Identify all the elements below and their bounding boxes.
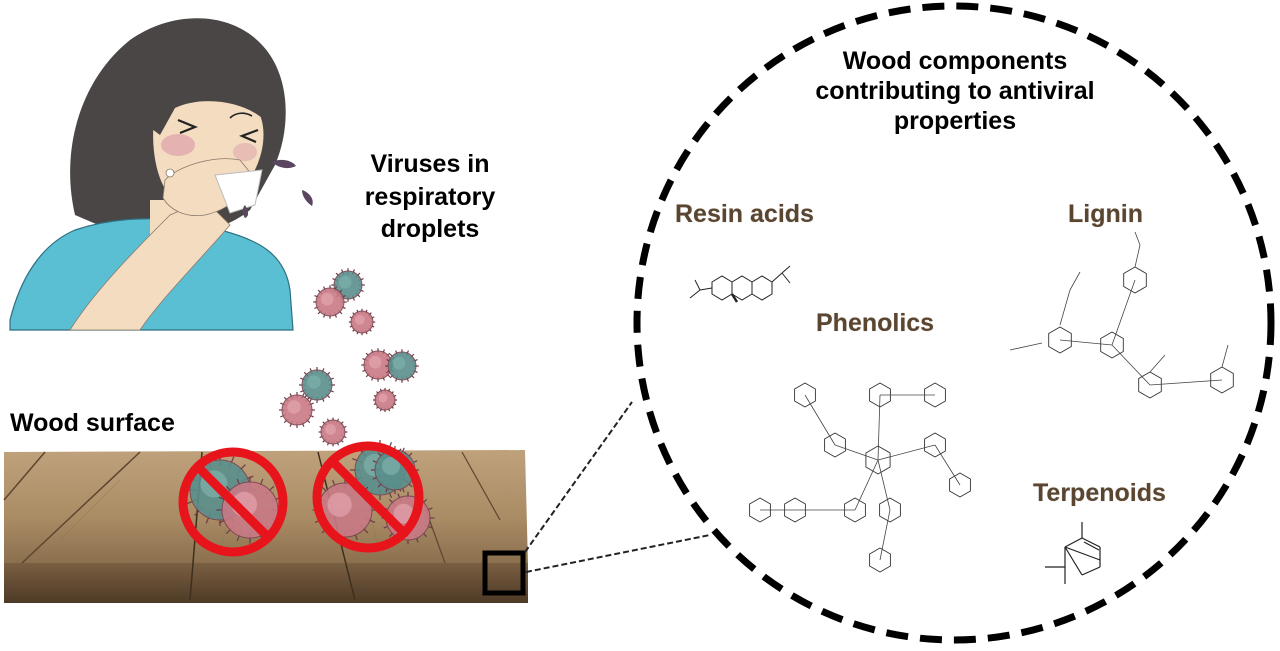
magnified-circle	[633, 2, 1275, 644]
virus-label-line: respiratory	[364, 182, 496, 211]
droplet	[242, 205, 249, 218]
component-label-resin-acids: Resin acids	[675, 200, 814, 228]
title-line: properties	[893, 107, 1017, 135]
plank-seam	[3, 451, 46, 501]
no-entry-icon	[178, 447, 288, 557]
component-label-lignin: Lignin	[1068, 200, 1143, 228]
figure-title: Wood components contributing to antivira…	[770, 46, 1140, 136]
lignin-structure	[1009, 231, 1234, 399]
virus-particle-icon	[279, 392, 315, 428]
virus-particle-icon	[373, 388, 397, 412]
virus-particle-icon	[299, 367, 335, 403]
virus-label-line: droplets	[380, 215, 480, 243]
virus-particle-icon	[385, 349, 419, 383]
virus-label-line: Viruses in	[370, 150, 490, 178]
plank-seam	[21, 451, 141, 564]
connector-line	[525, 534, 711, 573]
virus-particle-icon	[318, 417, 348, 447]
component-label-phenolics: Phenolics	[816, 309, 935, 337]
virus-label: Viruses in respiratory droplets	[345, 148, 515, 246]
surface-label: Wood surface	[10, 409, 175, 437]
tannic-acid-structure	[749, 382, 971, 573]
sneezing-person-icon	[9, 18, 313, 331]
droplet	[302, 190, 313, 206]
virus-particle-icon	[313, 285, 347, 319]
pinene-structure	[1045, 522, 1101, 584]
droplet	[272, 159, 296, 169]
title-line: contributing to antiviral	[815, 77, 1095, 105]
component-label-terpenoids: Terpenoids	[1033, 479, 1166, 507]
virus-particle-icon	[361, 348, 395, 382]
virus-particle-icon	[312, 477, 378, 543]
abietic-acid-structure	[689, 265, 791, 303]
virus-particle-icon	[348, 308, 376, 336]
magnify-region-icon	[482, 550, 526, 596]
title-line: Wood components	[842, 47, 1068, 75]
plank-seam	[461, 451, 501, 521]
tissue	[214, 169, 263, 214]
connector-line	[524, 401, 633, 553]
no-entry-icon	[312, 441, 424, 553]
